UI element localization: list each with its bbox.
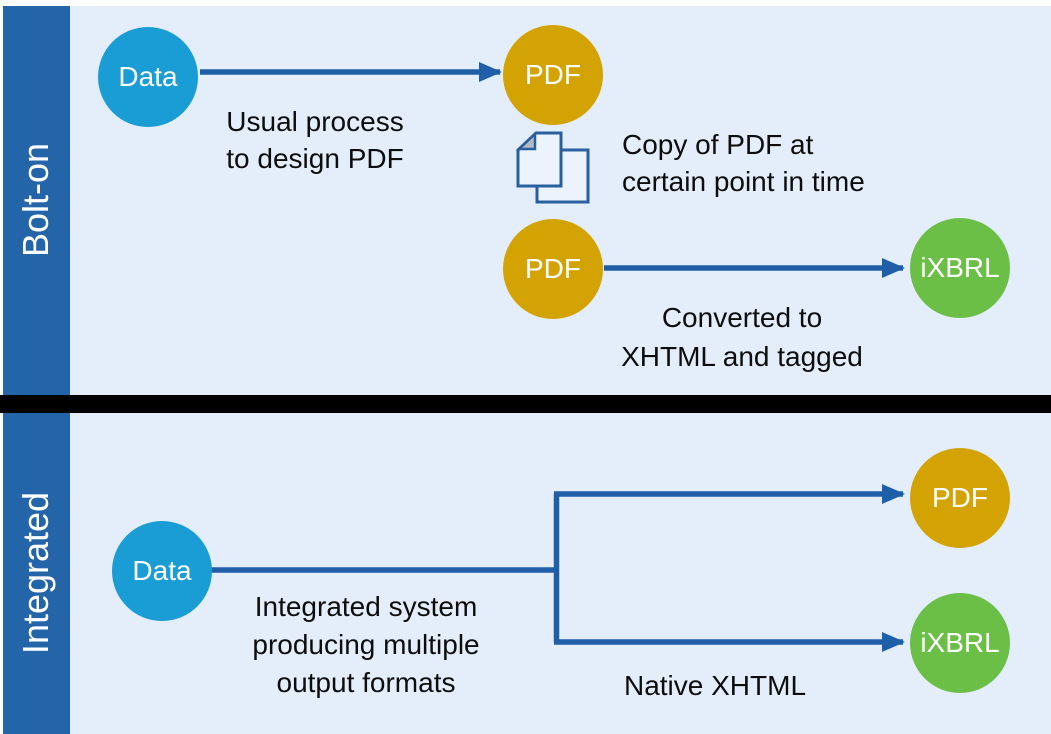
- caption-integrated-system: Integrated system producing multiple out…: [216, 588, 516, 702]
- caption-native-xhtml: Native XHTML: [590, 667, 840, 704]
- caption-line: Usual process: [226, 106, 404, 137]
- section-divider: [0, 395, 1051, 413]
- caption-line: output formats: [276, 667, 456, 698]
- node-ixbrl-integrated: iXBRL: [910, 593, 1010, 693]
- caption-line: Copy of PDF at: [622, 129, 814, 160]
- node-pdf-top: PDF: [503, 25, 603, 125]
- copy-pages-icon: [515, 131, 590, 204]
- copy-icon-front-page: [516, 131, 563, 188]
- caption-line: Integrated system: [254, 591, 478, 622]
- caption-line: Converted to: [661, 302, 823, 333]
- node-pdf-copy: PDF: [503, 219, 603, 319]
- caption-line: producing multiple: [252, 629, 480, 660]
- node-pdf-integrated: PDF: [910, 448, 1010, 548]
- caption-line: to design PDF: [226, 143, 404, 174]
- caption-usual-process: Usual process to design PDF: [215, 103, 415, 177]
- caption-converted: Converted to XHTML and tagged: [592, 298, 892, 376]
- node-ixbrl-bolt-on: iXBRL: [910, 218, 1010, 318]
- caption-line: XHTML and tagged: [621, 341, 863, 372]
- node-data-bolt-on: Data: [98, 27, 198, 127]
- caption-copy-of-pdf: Copy of PDF at certain point in time: [622, 126, 865, 200]
- caption-line: certain point in time: [622, 166, 865, 197]
- node-data-integrated: Data: [112, 521, 212, 621]
- section-sidebar: [3, 6, 70, 734]
- copy-icon-folded-corner: [515, 131, 537, 151]
- caption-line: Native XHTML: [623, 670, 807, 701]
- diagram-background-panel: [70, 6, 1051, 734]
